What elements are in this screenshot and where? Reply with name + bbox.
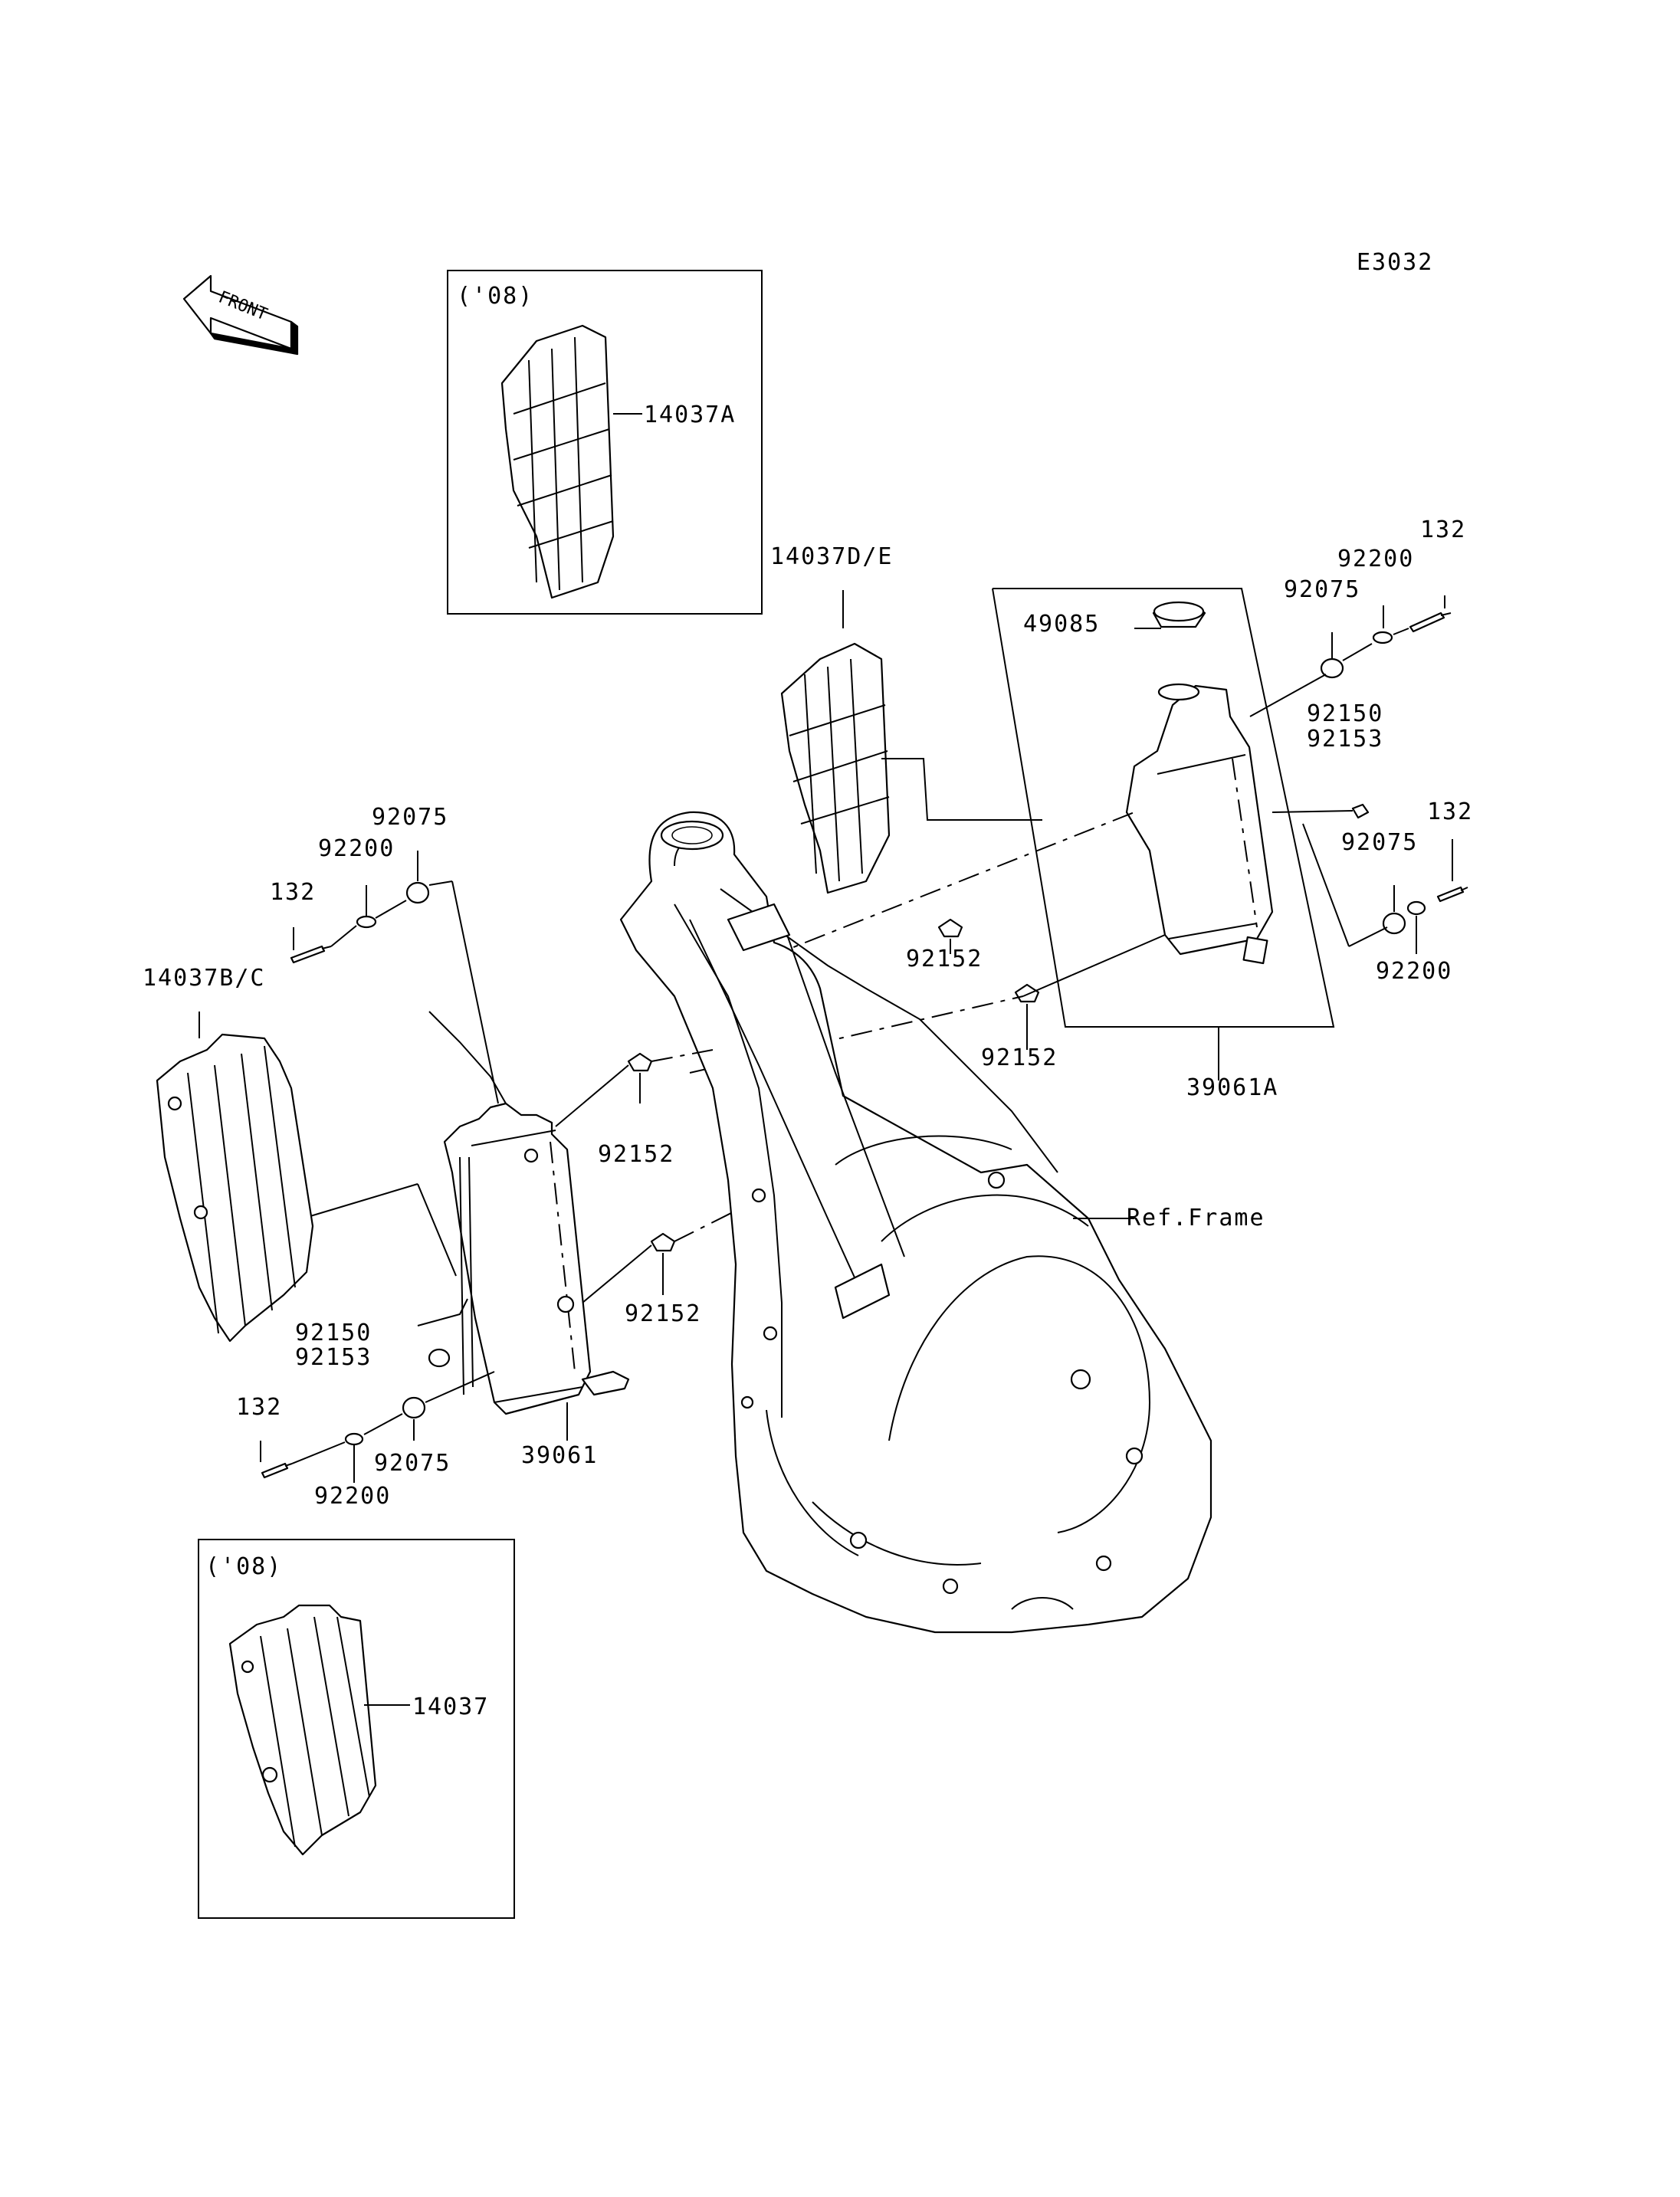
left-fasteners-top (290, 851, 499, 1104)
part-label-92152-center-2: 92152 (981, 1044, 1058, 1071)
part-label-92200-right: 92200 (1376, 958, 1453, 985)
part-label-39061: 39061 (521, 1442, 599, 1469)
part-label-92075-top-right: 92075 (1284, 576, 1361, 603)
part-label-92152-left-1: 92152 (598, 1141, 675, 1168)
front-arrow-icon: FRONT (182, 274, 299, 356)
diagram-code: E3032 (1357, 249, 1434, 276)
part-label-49085: 49085 (1023, 611, 1101, 638)
part-label-92075-left-2: 92075 (374, 1450, 451, 1477)
part-label-39061a: 39061A (1186, 1074, 1279, 1101)
part-label-92152-left-2: 92152 (625, 1300, 702, 1327)
bracket-39061 (302, 1183, 418, 1219)
part-label-14037: 14037 (412, 1694, 490, 1720)
part-label-92075-right: 92075 (1341, 829, 1419, 856)
part-label-92200-left: 92200 (318, 835, 395, 862)
part-label-14037de: 14037D/E (770, 543, 894, 570)
part-label-92153-left: 92153 (295, 1344, 372, 1371)
part-label-14037a: 14037A (644, 402, 737, 428)
part-label-92075-left: 92075 (372, 804, 449, 831)
part-label-132-left-2: 132 (236, 1394, 283, 1421)
inset-top-year: ('08) (457, 283, 534, 310)
part-label-132-right: 132 (1427, 798, 1474, 825)
part-label-132-top-right: 132 (1420, 516, 1467, 543)
part-label-92200-top-right: 92200 (1337, 546, 1415, 572)
right-fasteners-drawing (1249, 595, 1468, 954)
inset-box-bottom (198, 1539, 515, 1919)
shroud-14037a-drawing (500, 324, 642, 599)
shroud-14037bc-drawing (156, 1012, 314, 1343)
shroud-14037de-drawing (780, 590, 1042, 894)
inset-box-top (447, 270, 763, 615)
part-label-14037bc: 14037B/C (143, 965, 266, 992)
radiator-39061-drawing (428, 1011, 630, 1415)
part-label-92150-right: 92150 (1307, 700, 1384, 727)
part-label-92150-left: 92150 (295, 1320, 372, 1346)
shroud-14037-drawing (228, 1604, 410, 1856)
part-label-ref-frame: Ref.Frame (1127, 1205, 1265, 1231)
part-label-132-left: 132 (270, 879, 317, 906)
radiator-39061a-drawing (1125, 601, 1274, 965)
frame-drawing (619, 811, 1212, 1634)
part-label-92200-left-2: 92200 (314, 1483, 392, 1510)
inset-bottom-year: ('08) (205, 1553, 283, 1580)
bracket-39061a (992, 588, 1335, 1028)
left-fasteners-bottom (260, 1348, 495, 1483)
clips-92152-left (555, 1049, 737, 1303)
part-label-92153-right: 92153 (1307, 726, 1384, 753)
part-label-92152-center-1: 92152 (906, 946, 983, 972)
